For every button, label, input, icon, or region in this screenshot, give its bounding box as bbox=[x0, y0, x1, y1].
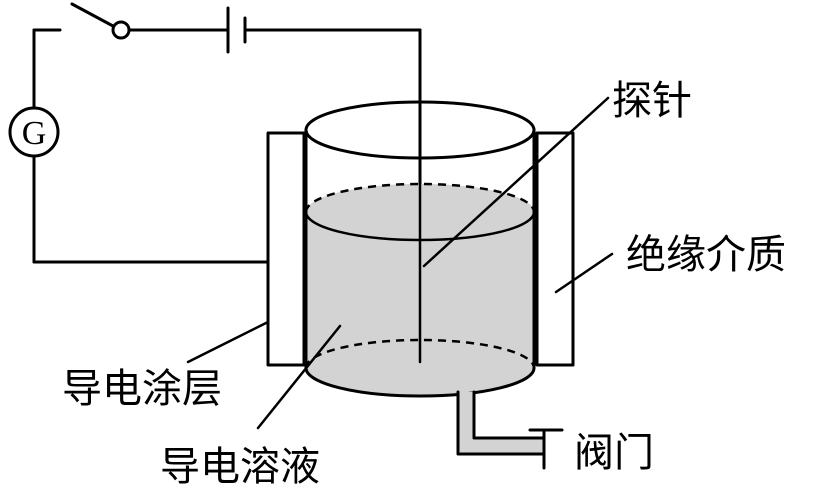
cylinder-bottom-back bbox=[304, 338, 536, 369]
leader-conductive-solution bbox=[256, 324, 342, 430]
galvanometer-label: G bbox=[22, 115, 47, 152]
pipe-outer-edge bbox=[456, 390, 546, 456]
conductive-coating-label: 导电涂层 bbox=[62, 366, 222, 412]
valve bbox=[528, 428, 564, 470]
galvanometer: G bbox=[8, 106, 60, 158]
leader-probe bbox=[422, 96, 610, 268]
drain-pipe bbox=[456, 390, 546, 456]
switch-lever bbox=[70, 2, 115, 28]
leader-conductive-coating bbox=[186, 320, 270, 364]
battery bbox=[226, 6, 247, 54]
switch-contact bbox=[111, 20, 131, 40]
probe-label: 探针 bbox=[612, 78, 692, 124]
insulating-medium-label: 绝缘介质 bbox=[626, 232, 786, 278]
leader-lines bbox=[186, 96, 614, 430]
cylinder-bottom-front bbox=[304, 366, 536, 398]
pipe-horizontal-fill bbox=[458, 438, 544, 454]
switch bbox=[70, 2, 131, 40]
conductive-solution-label: 导电溶液 bbox=[160, 444, 320, 490]
valve-label: 阀门 bbox=[574, 430, 654, 476]
pipe-inner-edge bbox=[472, 390, 546, 440]
left-coating-plate bbox=[266, 131, 306, 367]
liquid-surface-back bbox=[304, 182, 536, 213]
galvanometer-circle bbox=[8, 106, 60, 158]
leader-insulating-medium bbox=[554, 252, 614, 294]
right-coating-plate bbox=[535, 131, 575, 367]
